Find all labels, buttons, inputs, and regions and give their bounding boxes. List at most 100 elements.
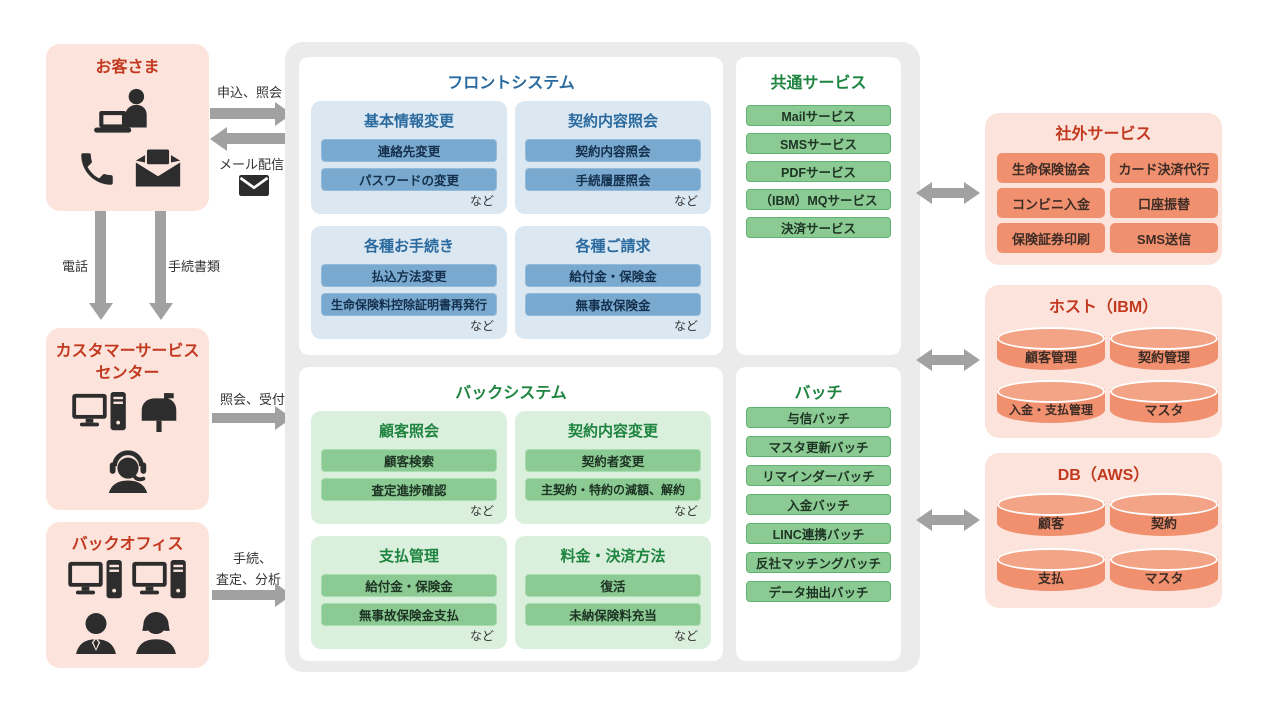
group-title: 各種ご請求 bbox=[575, 238, 651, 255]
host-ibm-title: ホスト（IBM） bbox=[1048, 299, 1159, 316]
group-various-procedures: 各種お手続き 払込方法変更 生命保険料控除証明書再発行 など bbox=[311, 226, 507, 339]
computer-icon bbox=[130, 560, 190, 604]
service-chip: 主契約・特約の減額、解約 bbox=[525, 478, 701, 501]
group-customer-inquiry: 顧客照会 顧客検索 査定進捗確認 など bbox=[311, 411, 507, 524]
service-chip: パスワードの変更 bbox=[321, 168, 497, 191]
group-contract-inquiry: 契約内容照会 契約内容照会 手続履歴照会 など bbox=[515, 101, 711, 214]
batch-chip: 与信バッチ bbox=[746, 407, 891, 428]
batch-chip: 入金バッチ bbox=[746, 494, 891, 515]
group-fee-settlement: 料金・決済方法 復活 未納保険料充当 など bbox=[515, 536, 711, 649]
csc-title: カスタマーサービス センター bbox=[46, 328, 209, 384]
service-chip: 査定進捗確認 bbox=[321, 478, 497, 501]
label-assessment-analysis: 査定、分析 bbox=[216, 572, 282, 587]
arrow-procedure-docs bbox=[155, 211, 166, 303]
arrow-inquiry-reception bbox=[212, 413, 275, 423]
batch-chip: マスタ更新バッチ bbox=[746, 436, 891, 457]
service-chip: 無事故保険金支払 bbox=[321, 603, 497, 626]
batch-panel: バッチ 与信バッチ マスタ更新バッチ リマインダーバッチ 入金バッチ LINC連… bbox=[736, 367, 901, 661]
external-services-title: 社外サービス bbox=[1055, 126, 1152, 143]
external-chip: SMS送信 bbox=[1110, 223, 1218, 253]
external-chip: 保険証券印刷 bbox=[997, 223, 1105, 253]
batch-chip: リマインダーバッチ bbox=[746, 465, 891, 486]
system-container: フロントシステム 基本情報変更 連絡先変更 パスワードの変更 など 契約内容照会… bbox=[285, 42, 920, 672]
database-cylinder: マスタ bbox=[1110, 548, 1218, 591]
database-cylinder: 契約 bbox=[1110, 493, 1218, 536]
person-icon bbox=[74, 612, 118, 654]
service-chip: 給付金・保険金 bbox=[321, 574, 497, 597]
service-chip: 連絡先変更 bbox=[321, 139, 497, 162]
service-chip: PDFサービス bbox=[746, 161, 891, 182]
customer-service-center-box: カスタマーサービス センター bbox=[46, 328, 209, 510]
computer-icon bbox=[66, 560, 126, 604]
etc-label: など bbox=[673, 629, 698, 643]
service-chip: 未納保険料充当 bbox=[525, 603, 701, 626]
arrow-apply-inquiry bbox=[210, 108, 275, 119]
computer-icon bbox=[70, 392, 130, 436]
service-chip: 払込方法変更 bbox=[321, 264, 497, 287]
csc-title-line2: センター bbox=[95, 364, 160, 382]
person-icon bbox=[134, 612, 178, 654]
group-various-claims: 各種ご請求 給付金・保険金 無事故保険金 など bbox=[515, 226, 711, 339]
label-procedure-docs: 手続書類 bbox=[168, 259, 221, 274]
db-aws-box: DB（AWS） 顧客 契約 支払 マスタ bbox=[985, 453, 1222, 608]
service-chip: 手続履歴照会 bbox=[525, 168, 701, 191]
service-chip: SMSサービス bbox=[746, 133, 891, 154]
group-title: 契約内容変更 bbox=[567, 423, 658, 440]
database-cylinder: 入金・支払管理 bbox=[997, 380, 1105, 423]
batch-chip: 反社マッチングバッチ bbox=[746, 552, 891, 573]
external-chip: 口座振替 bbox=[1110, 188, 1218, 218]
service-chip: Mailサービス bbox=[746, 105, 891, 126]
arrow-host-ibm bbox=[932, 355, 964, 365]
group-title: 契約内容照会 bbox=[567, 113, 658, 130]
arrow-mail-delivery bbox=[227, 133, 292, 144]
external-services-box: 社外サービス 生命保険協会 カード決済代行 コンビニ入金 口座振替 保険証券印刷… bbox=[985, 113, 1222, 265]
group-basic-info-change: 基本情報変更 連絡先変更 パスワードの変更 など bbox=[311, 101, 507, 214]
external-chip: カード決済代行 bbox=[1110, 153, 1218, 183]
arrow-assessment bbox=[212, 590, 275, 600]
batch-title: バッチ bbox=[794, 385, 843, 402]
host-ibm-box: ホスト（IBM） 顧客管理 契約管理 入金・支払管理 マスタ bbox=[985, 285, 1222, 438]
group-title: 支払管理 bbox=[378, 548, 439, 565]
envelope-icon bbox=[239, 174, 269, 197]
service-chip: 決済サービス bbox=[746, 217, 891, 238]
database-cylinder: 顧客 bbox=[997, 493, 1105, 536]
headset-agent-icon bbox=[104, 446, 152, 494]
customer-box: お客さま bbox=[46, 44, 209, 211]
batch-chip: データ抽出バッチ bbox=[746, 581, 891, 602]
csc-title-line1: カスタマーサービス bbox=[55, 343, 200, 360]
label-apply-inquiry: 申込、照会 bbox=[217, 85, 283, 100]
batch-chip: LINC連携バッチ bbox=[746, 523, 891, 544]
front-system-panel: フロントシステム 基本情報変更 連絡先変更 パスワードの変更 など 契約内容照会… bbox=[299, 57, 723, 355]
label-inquiry-reception: 照会、受付 bbox=[220, 392, 286, 407]
person-laptop-icon bbox=[91, 88, 157, 134]
back-system-title: バックシステム bbox=[455, 385, 567, 402]
front-system-title: フロントシステム bbox=[447, 75, 575, 92]
common-services-panel: 共通サービス Mailサービス SMSサービス PDFサービス （IBM）MQサ… bbox=[736, 57, 901, 355]
service-chip: 契約者変更 bbox=[525, 449, 701, 472]
group-title: 料金・決済方法 bbox=[560, 548, 666, 565]
phone-icon bbox=[76, 148, 118, 190]
etc-label: など bbox=[469, 319, 494, 333]
database-cylinder: 契約管理 bbox=[1110, 327, 1218, 370]
customer-title: お客さま bbox=[95, 59, 160, 76]
group-title: 基本情報変更 bbox=[363, 113, 454, 130]
group-contract-change: 契約内容変更 契約者変更 主契約・特約の減額、解約 など bbox=[515, 411, 711, 524]
common-services-title: 共通サービス bbox=[770, 75, 867, 92]
db-aws-title: DB（AWS） bbox=[1057, 467, 1150, 484]
label-phone: 電話 bbox=[62, 259, 89, 274]
label-procedure: 手続、 bbox=[233, 551, 273, 566]
back-office-box: バックオフィス bbox=[46, 522, 209, 668]
etc-label: など bbox=[673, 504, 698, 518]
external-chip: コンビニ入金 bbox=[997, 188, 1105, 218]
service-chip: 給付金・保険金 bbox=[525, 264, 701, 287]
database-cylinder: 支払 bbox=[997, 548, 1105, 591]
external-chip: 生命保険協会 bbox=[997, 153, 1105, 183]
mailbox-icon bbox=[140, 390, 178, 436]
etc-label: など bbox=[673, 194, 698, 208]
open-envelope-icon bbox=[134, 146, 182, 190]
etc-label: など bbox=[673, 319, 698, 333]
arrow-phone bbox=[95, 211, 106, 303]
arrow-external-services bbox=[932, 188, 964, 198]
service-chip: （IBM）MQサービス bbox=[746, 189, 891, 210]
